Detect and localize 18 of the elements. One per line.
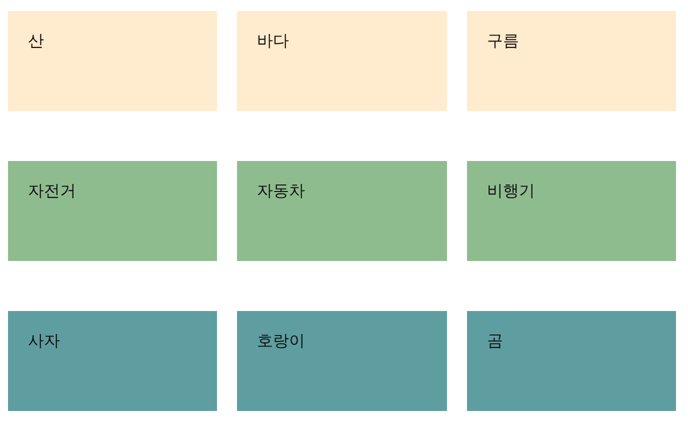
tile-label: 사자: [28, 331, 60, 351]
tile-label: 곰: [487, 331, 503, 351]
tile-label: 구름: [487, 31, 519, 51]
tile: [467, 161, 676, 261]
tile: [8, 161, 217, 261]
tile: [237, 311, 447, 411]
tile-label: 자동차: [257, 181, 305, 201]
tile-label: 산: [28, 31, 44, 51]
tile: [467, 11, 676, 111]
tile-label: 호랑이: [257, 331, 305, 351]
tile: [237, 11, 447, 111]
tile: [237, 161, 447, 261]
tile-label: 바다: [257, 31, 289, 51]
tile-label: 자전거: [28, 181, 76, 201]
tile: [8, 311, 217, 411]
tile: [467, 311, 676, 411]
tile: [8, 11, 217, 111]
tile-label: 비행기: [487, 181, 535, 201]
